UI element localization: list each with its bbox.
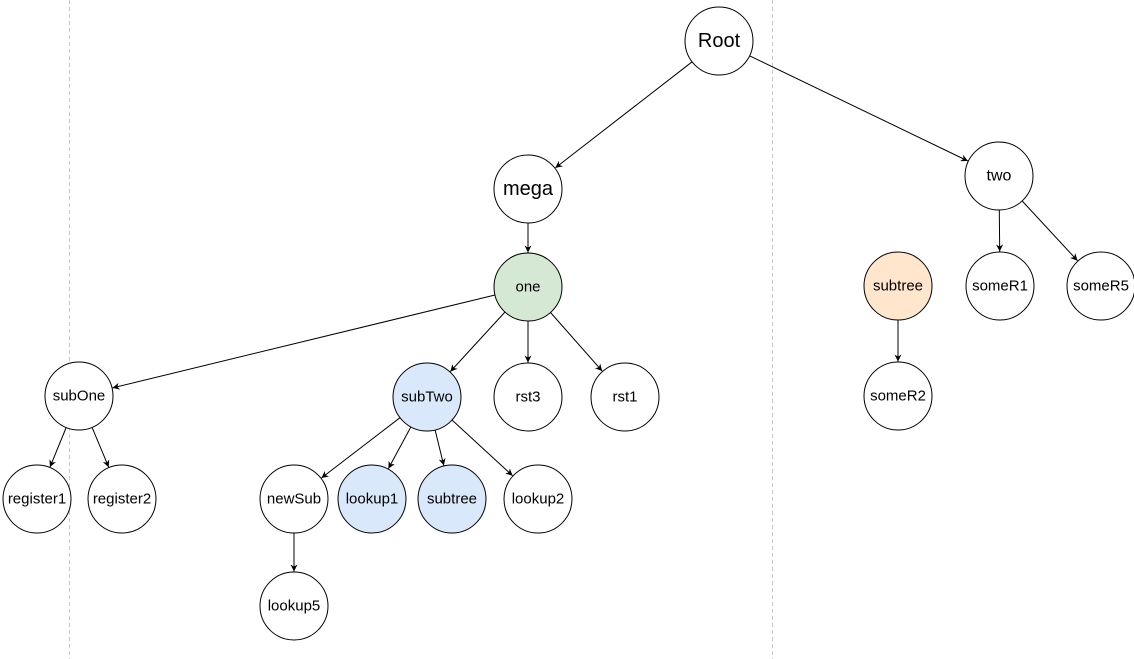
node-subtree_blue: subtree (417, 464, 487, 534)
edge-subOne-to-register1 (49, 427, 67, 468)
edge-one-to-subOne (112, 294, 496, 390)
node-one: one (493, 252, 563, 322)
node-label-subtree_blue: subtree (427, 491, 477, 508)
node-root: Root (684, 6, 754, 76)
node-label-root: Root (698, 30, 741, 52)
edge-one-to-subTwo (449, 311, 506, 372)
node-lookup1: lookup1 (337, 464, 407, 534)
node-someR2: someR2 (863, 361, 933, 431)
node-circle-subTwo (392, 362, 462, 432)
node-circle-root (684, 6, 754, 76)
edge-subTwo-to-lookup2 (451, 419, 513, 477)
node-circle-lookup5 (259, 571, 329, 641)
edge-subTwo-to-subtree_blue (434, 429, 446, 466)
node-label-lookup5: lookup5 (268, 598, 321, 615)
node-circle-two (964, 141, 1034, 211)
nodes-layer: Root mega two one subtree someR1 someR5 subOne s… (2, 6, 1134, 641)
node-rst3: rst3 (493, 362, 563, 432)
node-label-rst3: rst3 (515, 389, 540, 406)
edges-layer (49, 55, 1078, 572)
node-label-subtree_orange: subtree (873, 278, 923, 295)
node-circle-mega (493, 154, 563, 224)
node-label-register2: register2 (93, 491, 151, 508)
node-lookup5: lookup5 (259, 571, 329, 641)
node-subtree_orange: subtree (863, 251, 933, 321)
node-circle-subtree_orange (863, 251, 933, 321)
node-label-someR1: someR1 (972, 278, 1028, 295)
node-rst1: rst1 (590, 362, 660, 432)
edge-one-to-rst1 (550, 312, 603, 372)
node-label-lookup1: lookup1 (346, 491, 399, 508)
edge-subTwo-to-newSub (321, 417, 401, 479)
node-register1: register1 (2, 464, 72, 534)
node-lookup2: lookup2 (503, 464, 573, 534)
node-label-rst1: rst1 (612, 389, 637, 406)
node-circle-someR5 (1066, 251, 1134, 321)
node-label-someR2: someR2 (870, 388, 926, 405)
node-label-subTwo: subTwo (401, 389, 453, 406)
node-mega: mega (493, 154, 563, 224)
node-circle-subtree_blue (417, 464, 487, 534)
edge-subTwo-to-lookup1 (387, 426, 412, 469)
node-circle-newSub (259, 464, 329, 534)
node-circle-rst3 (493, 362, 563, 432)
node-label-someR5: someR5 (1073, 278, 1129, 295)
node-label-newSub: newSub (267, 491, 321, 508)
node-circle-someR1 (965, 251, 1035, 321)
node-label-subOne: subOne (53, 388, 106, 405)
node-label-two: two (987, 168, 1012, 185)
node-label-register1: register1 (8, 491, 66, 508)
node-two: two (964, 141, 1034, 211)
node-newSub: newSub (259, 464, 329, 534)
node-subOne: subOne (44, 361, 114, 431)
node-circle-register2 (87, 464, 157, 534)
node-label-lookup2: lookup2 (512, 491, 565, 508)
edge-subOne-to-register2 (91, 427, 110, 468)
node-circle-rst1 (590, 362, 660, 432)
node-subTwo: subTwo (392, 362, 462, 432)
node-circle-lookup2 (503, 464, 573, 534)
edge-root-to-mega (554, 61, 693, 169)
node-circle-one (493, 252, 563, 322)
node-someR1: someR1 (965, 251, 1035, 321)
node-circle-subOne (44, 361, 114, 431)
node-circle-register1 (2, 464, 72, 534)
node-someR5: someR5 (1066, 251, 1134, 321)
edge-root-to-two (749, 55, 969, 162)
node-label-one: one (515, 279, 540, 296)
edge-two-to-someR5 (1021, 200, 1078, 262)
node-circle-lookup1 (337, 464, 407, 534)
node-label-mega: mega (503, 178, 554, 200)
node-register2: register2 (87, 464, 157, 534)
node-circle-someR2 (863, 361, 933, 431)
